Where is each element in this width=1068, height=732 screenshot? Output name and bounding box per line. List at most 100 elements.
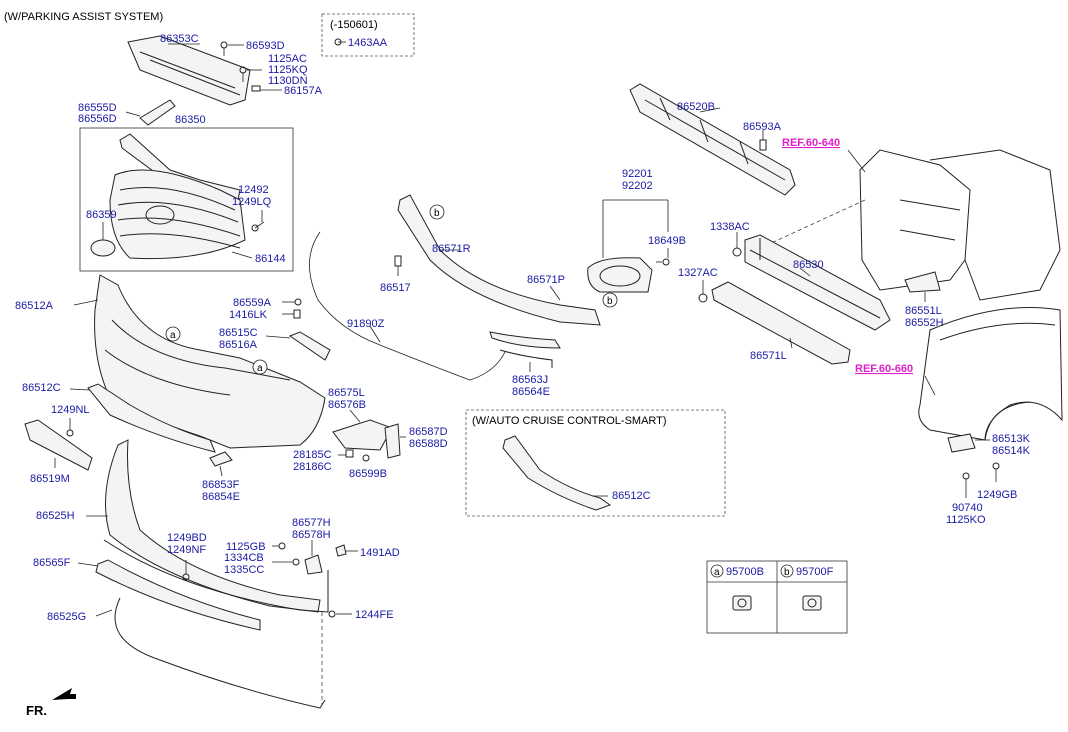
label-86575L[interactable]: 86575L	[328, 387, 365, 399]
legend-marker-a	[710, 564, 724, 578]
marker-b-fog-lamp-text: b	[607, 296, 613, 307]
label-86519M[interactable]: 86519M	[30, 473, 70, 485]
label-90740[interactable]: 90740	[952, 502, 983, 514]
label-86513K[interactable]: 86513K	[992, 433, 1031, 445]
lower-grille-shape	[87, 383, 216, 453]
label-86520B[interactable]: 86520B	[677, 101, 715, 113]
label-86512A[interactable]: 86512A	[15, 300, 54, 312]
marker-a-upper-text: a	[170, 330, 176, 341]
bumper-cover-shape	[94, 274, 326, 449]
label-86564E[interactable]: 86564E	[512, 386, 550, 398]
label-1249NF[interactable]: 1249NF	[167, 544, 206, 556]
label-91890Z[interactable]: 91890Z	[347, 318, 385, 330]
label-86593A[interactable]: 86593A	[743, 121, 782, 133]
label-86563J[interactable]: 86563J	[512, 374, 548, 386]
ref-60-640-link[interactable]: REF.60-640	[782, 137, 840, 149]
label-1491AD[interactable]: 1491AD	[360, 547, 400, 559]
label-1125GB[interactable]: 1125GB	[226, 541, 266, 553]
label-86588D[interactable]: 86588D	[409, 438, 448, 450]
trim-86563J-shape	[489, 331, 561, 349]
skid-plate-86565F-shape	[95, 559, 261, 631]
label-86565F[interactable]: 86565F	[33, 557, 71, 569]
label-1249BD[interactable]: 1249BD	[167, 532, 207, 544]
bracket-86555D-shape	[139, 99, 176, 126]
label-86552H[interactable]: 86552H	[905, 317, 944, 329]
label-86853F[interactable]: 86853F	[202, 479, 240, 491]
label-86854E[interactable]: 86854E	[202, 491, 240, 503]
label-86576B[interactable]: 86576B	[328, 399, 366, 411]
label-86512C-left[interactable]: 86512C	[22, 382, 61, 394]
ref-60-660-link[interactable]: REF.60-660	[855, 363, 913, 375]
label-1249GB[interactable]: 1249GB	[977, 489, 1017, 501]
legend-marker-b-text: b	[784, 567, 790, 578]
clip-1491AD-icon	[335, 544, 347, 557]
label-1125KO[interactable]: 1125KO	[946, 514, 986, 526]
label-86359[interactable]: 86359	[86, 209, 117, 221]
label-86593D[interactable]: 86593D	[246, 40, 285, 52]
label-18649B[interactable]: 18649B	[648, 235, 686, 247]
label-86587D[interactable]: 86587D	[409, 426, 448, 438]
label-86571L[interactable]: 86571L	[750, 350, 787, 362]
bracket-86577H-icon	[304, 554, 323, 575]
label-92202[interactable]: 92202	[622, 180, 653, 192]
label-1335CC[interactable]: 1335CC	[224, 564, 264, 576]
label-1334CB[interactable]: 1334CB	[224, 552, 264, 564]
label-86515C[interactable]: 86515C	[219, 327, 258, 339]
label-1130DN[interactable]: 1130DN	[268, 75, 308, 87]
legend-marker-a-text: a	[714, 567, 720, 578]
label-86599B[interactable]: 86599B	[349, 468, 387, 480]
lower-bumper-86525H-shape	[105, 439, 321, 613]
smart-cruise-grille-shape	[502, 435, 612, 511]
label-1338AC[interactable]: 1338AC	[710, 221, 750, 233]
bracket-86587D-shape	[384, 423, 401, 459]
label-86551L[interactable]: 86551L	[905, 305, 942, 317]
label-86559A[interactable]: 86559A	[233, 297, 272, 309]
label-86157A[interactable]: 86157A	[284, 85, 323, 97]
label-86517[interactable]: 86517	[380, 282, 411, 294]
label-1244FE[interactable]: 1244FE	[355, 609, 394, 621]
energy-absorber-ribs	[644, 97, 786, 181]
label-86514K[interactable]: 86514K	[992, 445, 1031, 457]
label-86144[interactable]: 86144	[255, 253, 286, 265]
label-86525G[interactable]: 86525G	[47, 611, 86, 623]
label-12492[interactable]: 12492	[238, 184, 269, 196]
label-86571P[interactable]: 86571P	[527, 274, 565, 286]
garnish-86525G-shape	[114, 597, 326, 709]
back-beam-shape	[744, 234, 891, 331]
legend-marker-b	[780, 564, 794, 578]
label-1125KQ[interactable]: 1125KQ	[268, 64, 308, 76]
emblem-86359-shape	[90, 239, 116, 257]
label-1416LK[interactable]: 1416LK	[229, 309, 268, 321]
label-1463AA[interactable]: 1463AA	[348, 37, 388, 49]
label-86571R[interactable]: 86571R	[432, 243, 471, 255]
bolt-1463AA-icon	[334, 38, 346, 46]
radiator-grille-shape	[109, 169, 246, 260]
molding-86571R-shape	[397, 194, 601, 326]
front-direction-label: FR.	[26, 703, 47, 718]
fog-lamp-lens	[599, 265, 641, 287]
label-28186C[interactable]: 28186C	[293, 461, 332, 473]
label-86555D[interactable]: 86555D	[78, 102, 117, 114]
label-1327AC[interactable]: 1327AC	[678, 267, 718, 279]
label-1125AC[interactable]: 1125AC	[268, 53, 307, 65]
legend-part-a[interactable]: 95700B	[726, 566, 764, 578]
legend-part-b[interactable]: 95700F	[796, 566, 834, 578]
label-1249NL[interactable]: 1249NL	[51, 404, 90, 416]
label-86530[interactable]: 86530	[793, 259, 824, 271]
label-92201[interactable]: 92201	[622, 168, 653, 180]
label-86556D[interactable]: 86556D	[78, 113, 117, 125]
label-86350[interactable]: 86350	[175, 114, 206, 126]
label-86512C-box[interactable]: 86512C	[612, 490, 651, 502]
label-86516A[interactable]: 86516A	[219, 339, 258, 351]
label-1249LQ[interactable]: 1249LQ	[232, 196, 272, 208]
screw-86559A-icon	[282, 298, 302, 306]
label-86578H[interactable]: 86578H	[292, 529, 331, 541]
screw-1249GB-icon	[992, 462, 1000, 482]
label-86525H[interactable]: 86525H	[36, 510, 75, 522]
label-86353C[interactable]: 86353C	[160, 33, 199, 45]
label-28185C[interactable]: 28185C	[293, 449, 332, 461]
label-86577H[interactable]: 86577H	[292, 517, 331, 529]
bolt-1125AC-icon	[239, 66, 247, 82]
clip-28185C-icon	[345, 449, 354, 458]
